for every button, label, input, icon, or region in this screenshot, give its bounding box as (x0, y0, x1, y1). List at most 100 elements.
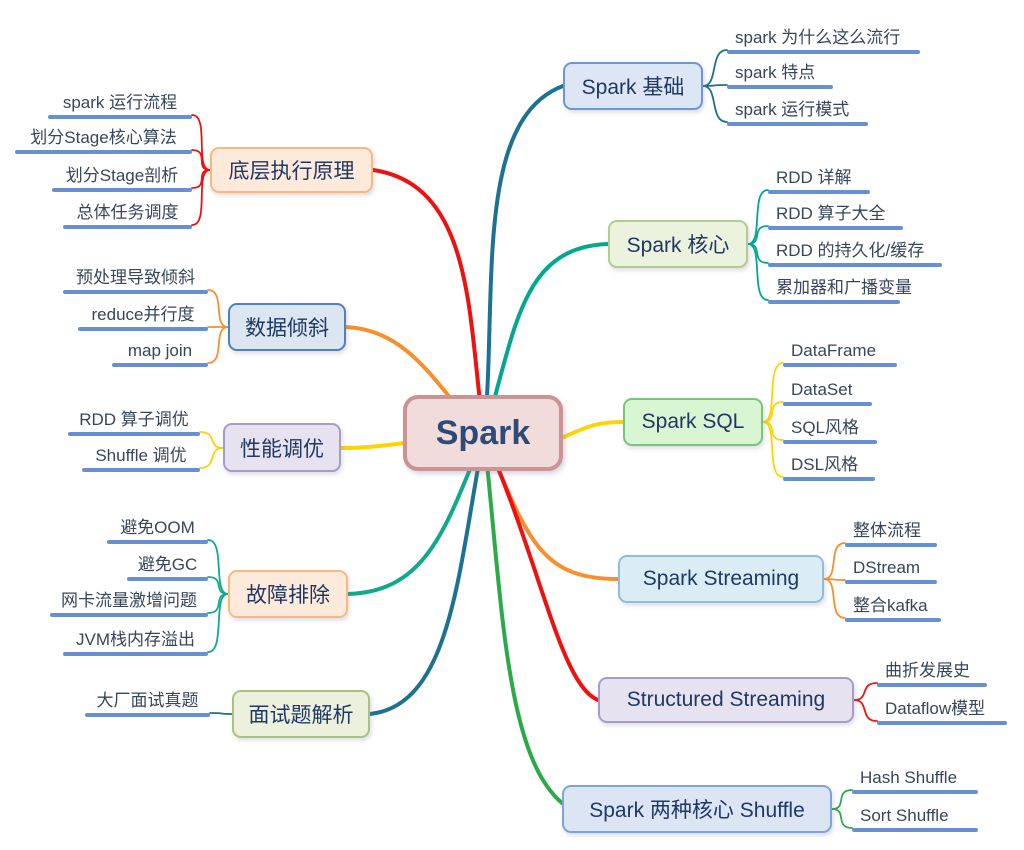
leaf-connector-line (747, 243, 769, 301)
leaf-label: RDD 算子调优 (79, 410, 189, 429)
leaf-item[interactable]: 累加器和广播变量 (768, 274, 912, 304)
leaf-connector-line (762, 401, 784, 423)
leaf-underline (768, 226, 903, 230)
leaf-underline (15, 150, 192, 154)
leaf-underline (82, 468, 200, 472)
leaf-underline (845, 543, 937, 547)
leaf-item[interactable]: DataFrame (783, 337, 897, 367)
leaf-item[interactable]: 整体流程 (845, 517, 937, 547)
leaf-underline (768, 190, 870, 194)
topic-node-execution-principle[interactable]: 底层执行原理 (210, 147, 373, 193)
leaf-underline (85, 713, 210, 717)
leaf-label: 曲折发展史 (885, 661, 970, 680)
leaf-item[interactable]: 预处理导致倾斜 (63, 264, 208, 294)
leaf-connector-line (199, 447, 224, 469)
leaf-label: RDD 算子大全 (776, 204, 886, 223)
leaf-item[interactable]: Hash Shuffle (852, 764, 978, 794)
topic-node-performance-tuning[interactable]: 性能调优 (223, 423, 341, 472)
leaf-connector-line (207, 576, 229, 595)
leaf-item[interactable]: spark 为什么这么流行 (727, 24, 920, 54)
leaf-label: 总体任务调度 (76, 203, 179, 222)
leaf-label: 避免OOM (120, 518, 195, 537)
leaf-connector-line (853, 682, 878, 701)
leaf-item[interactable]: DSL风格 (783, 451, 875, 481)
leaf-item[interactable]: 划分Stage核心算法 (15, 124, 192, 154)
leaf-label: reduce并行度 (91, 305, 195, 324)
leaf-item[interactable]: 避免OOM (107, 514, 208, 544)
leaf-item[interactable]: spark 特点 (727, 59, 833, 89)
leaf-item[interactable]: 总体任务调度 (63, 199, 192, 229)
leaf-item[interactable]: DataSet (783, 376, 872, 406)
leaf-underline (127, 577, 208, 581)
branch-line-spark-basics (482, 84, 565, 437)
leaf-item[interactable]: Dataflow模型 (877, 695, 1007, 725)
leaf-item[interactable]: 曲折发展史 (877, 657, 987, 687)
leaf-connector-line (191, 169, 211, 189)
leaf-connector-line (702, 49, 728, 87)
leaf-label: 整体流程 (853, 521, 921, 540)
leaf-label: Shuffle 调优 (95, 446, 187, 465)
leaf-connector-line (747, 189, 769, 245)
leaf-underline (783, 477, 875, 481)
leaf-label: DSL风格 (791, 455, 859, 474)
leaf-label: 划分Stage核心算法 (30, 128, 177, 147)
leaf-underline (877, 683, 987, 687)
leaf-item[interactable]: spark 运行模式 (727, 96, 868, 126)
leaf-connector-line (199, 431, 224, 449)
leaf-item[interactable]: 避免GC (127, 551, 208, 581)
leaf-label: 网卡流量激增问题 (61, 591, 197, 610)
topic-node-troubleshooting[interactable]: 故障排除 (228, 570, 348, 618)
branch-line-spark-sql (562, 420, 625, 439)
leaf-item[interactable]: 划分Stage剖析 (52, 162, 192, 192)
leaf-connector-line (747, 225, 769, 245)
leaf-underline (63, 652, 208, 656)
leaf-connector-line (823, 578, 846, 619)
leaf-underline (877, 721, 1007, 725)
center-topic-node[interactable]: Spark (403, 395, 563, 471)
leaf-item[interactable]: map join (112, 337, 208, 367)
leaf-underline (78, 327, 208, 331)
leaf-connector-line (853, 699, 878, 722)
topic-node-spark-sql[interactable]: Spark SQL (623, 398, 763, 446)
leaf-connector-line (762, 421, 784, 478)
leaf-item[interactable]: 整合kafka (845, 592, 941, 622)
leaf-connector-line (207, 539, 229, 595)
leaf-item[interactable]: spark 运行流程 (48, 89, 192, 119)
leaf-underline (852, 790, 978, 794)
leaf-item[interactable]: Sort Shuffle (852, 802, 978, 832)
leaf-item[interactable]: RDD 详解 (768, 164, 870, 194)
topic-node-spark-core[interactable]: Spark 核心 (608, 220, 748, 268)
leaf-item[interactable]: JVM栈内存溢出 (63, 626, 208, 656)
leaf-label: spark 特点 (735, 63, 816, 82)
leaf-label: 划分Stage剖析 (65, 166, 179, 185)
leaf-item[interactable]: RDD 算子调优 (68, 406, 200, 436)
leaf-item[interactable]: RDD 算子大全 (768, 200, 903, 230)
topic-node-spark-shuffle[interactable]: Spark 两种核心 Shuffle (562, 785, 832, 833)
branch-line-performance-tuning (339, 441, 406, 450)
leaf-underline (768, 263, 942, 267)
leaf-item[interactable]: SQL风格 (783, 414, 877, 444)
topic-node-spark-streaming[interactable]: Spark Streaming (618, 555, 824, 603)
leaf-label: SQL风格 (791, 418, 860, 437)
leaf-underline (107, 540, 208, 544)
leaf-item[interactable]: 网卡流量激增问题 (50, 587, 208, 617)
leaf-item[interactable]: 大厂面试真题 (85, 687, 210, 717)
leaf-label: 整合kafka (853, 596, 928, 615)
topic-node-interview[interactable]: 面试题解析 (232, 690, 370, 738)
leaf-label: RDD 详解 (776, 168, 852, 187)
topic-node-structured-streaming[interactable]: Structured Streaming (598, 677, 854, 723)
topic-node-data-skew[interactable]: 数据倾斜 (228, 303, 346, 351)
leaf-underline (783, 402, 872, 406)
leaf-item[interactable]: DStream (845, 554, 937, 584)
topic-node-spark-basics[interactable]: Spark 基础 (563, 62, 703, 110)
leaf-item[interactable]: RDD 的持久化/缓存 (768, 237, 942, 267)
leaf-label: RDD 的持久化/缓存 (776, 241, 925, 260)
leaf-underline (727, 50, 920, 54)
leaf-item[interactable]: reduce并行度 (78, 301, 208, 331)
leaf-item[interactable]: Shuffle 调优 (82, 442, 200, 472)
leaf-label: Sort Shuffle (860, 806, 949, 825)
leaf-underline (50, 613, 208, 617)
leaf-underline (845, 580, 937, 584)
leaf-connector-line (207, 593, 229, 614)
